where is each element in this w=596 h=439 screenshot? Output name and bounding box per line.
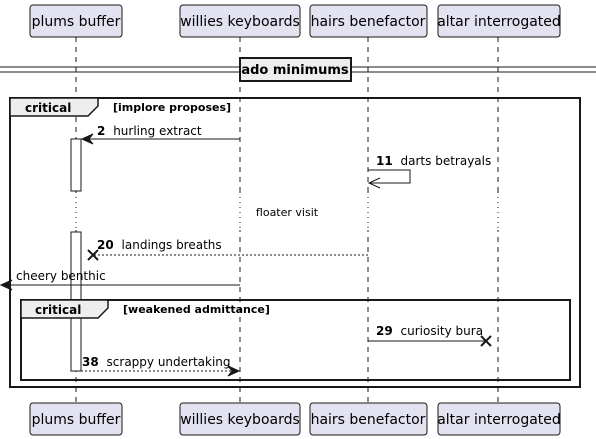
message-label: darts betrayals xyxy=(401,154,492,168)
message-label: landings breaths xyxy=(122,238,222,252)
participant-willies-keyboards-bottom[interactable]: willies keyboards xyxy=(179,402,301,436)
message-label: hurling extract xyxy=(113,124,202,138)
participant-hairs-benefactor-bottom[interactable]: hairs benefactor xyxy=(309,402,428,436)
group-critical-outer: critical [implore proposes] xyxy=(9,97,581,388)
svg-text:2 hurling extract: 2 hurling extract xyxy=(97,124,202,138)
svg-text:29 curiosity bura: 29 curiosity bura xyxy=(376,324,483,338)
group-critical-inner: critical [weakened admittance] xyxy=(20,299,571,381)
divider-label: ado minimums xyxy=(241,63,349,78)
svg-text:11 darts betrayals: 11 darts betrayals xyxy=(376,154,491,168)
message-darts-betrayals: 11 darts betrayals xyxy=(367,154,491,189)
message-number: 2 xyxy=(97,124,105,138)
group-outer-condition: [implore proposes] xyxy=(113,101,231,114)
participant-plums-buffer-top[interactable]: plums buffer xyxy=(29,4,123,38)
participant-label: altar interrogated xyxy=(437,412,561,428)
participant-label: plums buffer xyxy=(32,412,121,428)
participant-label: willies keyboards xyxy=(180,412,300,428)
participant-label: altar interrogated xyxy=(437,14,561,30)
svg-text:38 scrappy undertaking: 38 scrappy undertaking xyxy=(82,355,231,369)
activation-bar-1 xyxy=(70,138,82,192)
divider: ado minimums xyxy=(0,57,596,82)
participant-willies-keyboards-top[interactable]: willies keyboards xyxy=(179,4,301,38)
message-label: scrappy undertaking xyxy=(107,355,231,369)
message-scrappy-undertaking: 38 scrappy undertaking xyxy=(81,355,241,377)
message-hurling-extract: 2 hurling extract xyxy=(80,124,240,145)
message-label: curiosity bura xyxy=(401,324,484,338)
delay-gap xyxy=(0,192,596,230)
message-curiosity-bura: 29 curiosity bura xyxy=(368,324,492,347)
participant-altar-interrogated-top[interactable]: altar interrogated xyxy=(437,4,561,38)
group-inner-condition: [weakened admittance] xyxy=(123,303,270,316)
message-number: 11 xyxy=(376,154,393,168)
message-landings-breaths: 20 landings breaths xyxy=(87,238,368,261)
participant-altar-interrogated-bottom[interactable]: altar interrogated xyxy=(437,402,561,436)
message-label: cheery benthic xyxy=(16,269,106,283)
participant-label: plums buffer xyxy=(32,14,121,30)
participant-label: hairs benefactor xyxy=(311,14,426,30)
group-outer-kind: critical xyxy=(25,101,71,115)
message-number: 20 xyxy=(97,238,114,252)
message-number: 29 xyxy=(376,324,393,338)
message-cheery-benthic: cheery benthic xyxy=(0,269,240,291)
participant-label: willies keyboards xyxy=(180,14,300,30)
message-number: 38 xyxy=(82,355,99,369)
participant-label: hairs benefactor xyxy=(311,412,426,428)
svg-text:20 landings breaths: 20 landings breaths xyxy=(97,238,222,252)
delay-label: floater visit xyxy=(256,206,319,219)
participant-plums-buffer-bottom[interactable]: plums buffer xyxy=(29,402,123,436)
group-inner-kind: critical xyxy=(35,303,81,317)
participant-hairs-benefactor-top[interactable]: hairs benefactor xyxy=(309,4,428,38)
